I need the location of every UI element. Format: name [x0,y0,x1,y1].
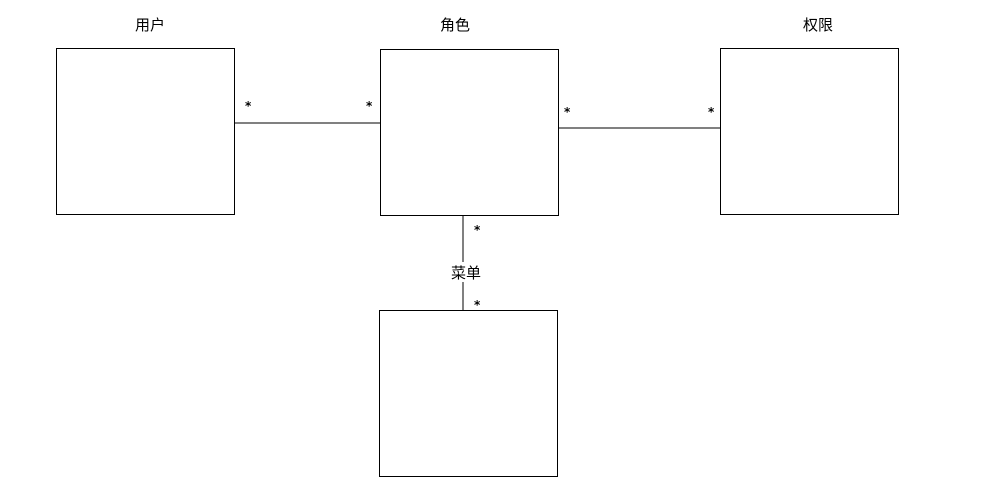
entity-role-title: 角色 [440,16,470,34]
entity-permission-box[interactable] [720,48,899,215]
entity-user-box[interactable] [56,48,235,215]
entity-permission-title: 权限 [803,16,833,34]
entity-user-title: 用户 [135,16,165,34]
entity-role[interactable]: 角色 [380,16,559,216]
entity-role-box[interactable] [380,49,559,216]
multiplicity-role-menu-source: * [474,223,481,237]
entity-permission[interactable]: 权限 [720,16,899,215]
entity-menu-title: 菜单 [451,264,481,282]
entity-menu-box[interactable] [379,310,558,477]
multiplicity-role-permission-source: * [564,105,571,119]
entity-menu[interactable] [379,310,558,477]
entity-user[interactable]: 用户 [56,16,235,215]
multiplicity-role-permission-target: * [708,105,715,119]
entity-menu-title-backdrop [448,262,482,282]
multiplicity-role-menu-target: * [474,298,481,312]
multiplicity-user-role-target: * [366,99,373,113]
multiplicity-user-role-source: * [245,99,252,113]
